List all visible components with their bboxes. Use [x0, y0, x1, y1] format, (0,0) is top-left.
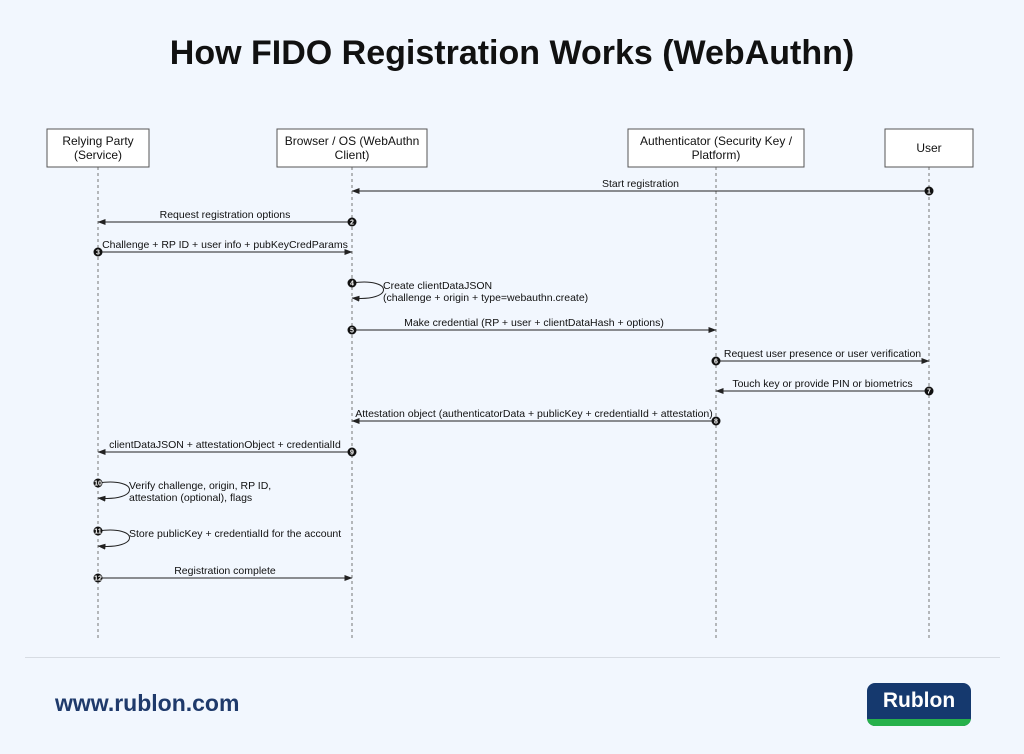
message-8: Attestation object (authenticatorData + … — [351, 408, 721, 426]
step-badge: 11 — [93, 526, 103, 536]
message-label: (challenge + origin + type=webauthn.crea… — [383, 292, 588, 304]
message-label: Make credential (RP + user + clientDataH… — [404, 317, 664, 329]
step-dot — [93, 526, 103, 536]
message-label: Attestation object (authenticatorData + … — [355, 408, 713, 420]
step-number: 12 — [94, 575, 102, 582]
step-badge: 3 — [93, 247, 103, 257]
step-dot — [93, 573, 103, 583]
step-badge: 10 — [93, 478, 103, 488]
actor-label: Platform) — [692, 148, 741, 162]
rublon-logo: Rublon — [867, 683, 971, 726]
step-dot — [347, 278, 357, 288]
step-dot — [347, 447, 357, 457]
step-dot — [347, 217, 357, 227]
message-3: Challenge + RP ID + user info + pubKeyCr… — [93, 239, 353, 257]
message-arrow — [97, 529, 130, 550]
message-4: Create clientDataJSON(challenge + origin… — [347, 278, 588, 304]
message-7: Touch key or provide PIN or biometrics 7 — [715, 378, 934, 396]
actor-box — [276, 128, 428, 168]
message-5: Make credential (RP + user + clientDataH… — [347, 317, 717, 335]
step-number: 3 — [96, 249, 100, 256]
message-label: clientDataJSON + attestationObject + cre… — [109, 439, 341, 451]
message-label: Verify challenge, origin, RP ID, — [129, 480, 271, 492]
step-badge: 5 — [347, 325, 357, 335]
step-dot — [347, 325, 357, 335]
step-badge: 12 — [93, 573, 103, 583]
step-number: 10 — [94, 480, 102, 487]
logo-accent-bar — [867, 719, 971, 726]
step-badge: 4 — [347, 278, 357, 288]
message-label: Store publicKey + credentialId for the a… — [129, 528, 341, 540]
actor-label: Authenticator (Security Key / — [640, 134, 793, 148]
actor-label: User — [916, 141, 941, 155]
step-number: 5 — [350, 327, 354, 334]
actor-rp: Relying Party(Service) — [46, 128, 150, 168]
step-dot — [711, 416, 721, 426]
message-label: Request registration options — [160, 209, 291, 221]
message-6: Request user presence or user verificati… — [711, 348, 930, 366]
sequence-diagram: Relying Party(Service) Browser / OS (WebA… — [46, 128, 974, 640]
message-12: Registration complete 12 — [93, 565, 353, 583]
step-badge: 6 — [711, 356, 721, 366]
footer-divider — [25, 657, 1000, 658]
actor-auth: Authenticator (Security Key /Platform) — [627, 128, 805, 168]
message-label: Challenge + RP ID + user info + pubKeyCr… — [102, 239, 348, 251]
step-dot — [924, 386, 934, 396]
actor-label: Client) — [335, 148, 370, 162]
step-number: 8 — [714, 418, 718, 425]
actor-label: Relying Party — [62, 134, 133, 148]
step-dot — [93, 247, 103, 257]
message-2: Request registration options 2 — [97, 209, 357, 227]
message-label: attestation (optional), flags — [129, 492, 252, 504]
message-10: Verify challenge, origin, RP ID,attestat… — [93, 478, 271, 504]
step-badge: 8 — [711, 416, 721, 426]
step-badge: 7 — [924, 386, 934, 396]
actor-box — [884, 128, 974, 168]
page-title: How FIDO Registration Works (WebAuthn) — [169, 34, 855, 72]
step-badge: 1 — [924, 186, 934, 196]
step-dot — [924, 186, 934, 196]
actor-box — [627, 128, 805, 168]
message-1: Start registration 1 — [351, 178, 934, 196]
message-label: Create clientDataJSON — [383, 280, 492, 292]
message-label: Registration complete — [174, 565, 276, 577]
message-label: Start registration — [602, 178, 679, 190]
step-number: 2 — [350, 219, 354, 226]
step-badge: 9 — [347, 447, 357, 457]
step-number: 7 — [927, 388, 931, 395]
actor-box — [46, 128, 150, 168]
message-label: Request user presence or user verificati… — [724, 348, 921, 360]
logo-text: Rublon — [882, 689, 956, 712]
message-9: clientDataJSON + attestationObject + cre… — [97, 439, 357, 457]
step-dot — [93, 478, 103, 488]
message-label: Touch key or provide PIN or biometrics — [732, 378, 912, 390]
step-number: 11 — [94, 528, 102, 535]
message-arrow — [351, 281, 384, 302]
step-number: 6 — [714, 358, 718, 365]
step-dot — [711, 356, 721, 366]
actor-label: Browser / OS (WebAuthn — [285, 134, 420, 148]
message-arrow — [97, 481, 130, 502]
step-number: 1 — [927, 188, 931, 195]
actor-label: (Service) — [74, 148, 122, 162]
step-number: 9 — [350, 449, 354, 456]
message-11: Store publicKey + credentialId for the a… — [93, 526, 341, 550]
actor-user: User — [884, 128, 974, 168]
step-badge: 2 — [347, 217, 357, 227]
step-number: 4 — [350, 280, 354, 287]
site-url[interactable]: www.rublon.com — [55, 690, 240, 716]
